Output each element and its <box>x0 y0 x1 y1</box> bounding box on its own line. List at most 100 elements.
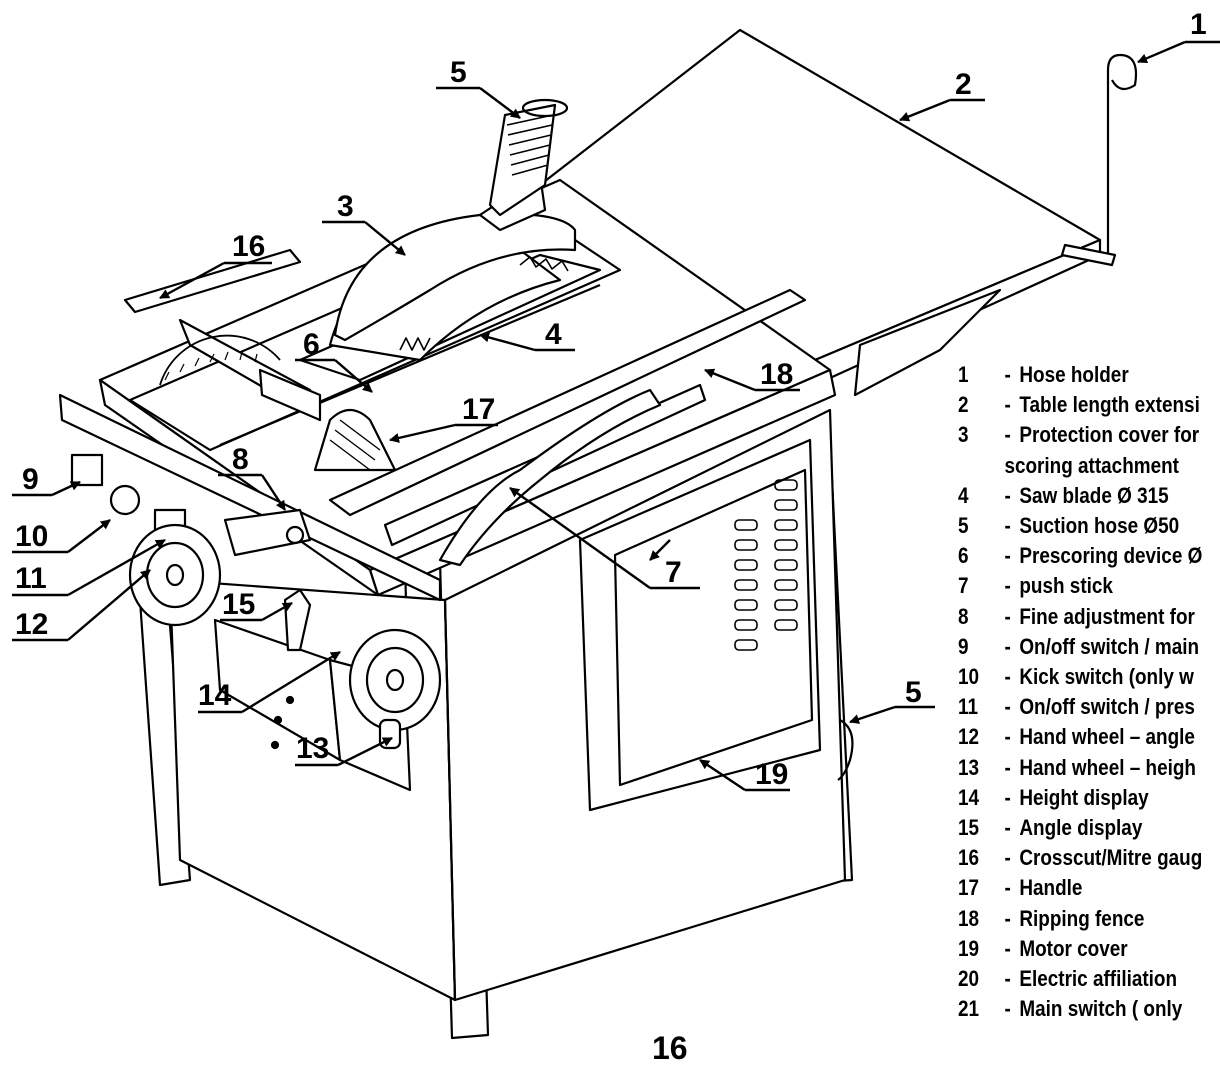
legend-item-text: Suction hose Ø50 <box>1019 513 1180 538</box>
legend-item: 21-Main switch ( only <box>958 996 1182 1022</box>
legend-item: 2 -Table length extensi <box>958 392 1200 418</box>
legend-item: 11-On/off switch / pres <box>958 694 1195 720</box>
legend-item-separator: - <box>1004 935 1011 961</box>
legend-item: 6-Prescoring device Ø <box>958 543 1202 569</box>
legend-item-text: Handle <box>1019 875 1083 901</box>
table-length-extension <box>538 28 1102 397</box>
legend-item: 16-Crosscut/Mitre gaug <box>958 845 1202 871</box>
legend-item-separator: - <box>1004 513 1011 538</box>
legend-item-number: 5 <box>958 513 969 538</box>
legend-item-separator: - <box>1004 633 1011 659</box>
legend-item-separator: - <box>1004 664 1011 689</box>
legend-item: 1-Hose holder <box>958 362 1129 388</box>
callout-4: 4 <box>545 318 562 351</box>
legend-item: 13-Hand wheel – heigh <box>958 755 1196 781</box>
crosscut-mitre-gauge <box>123 248 322 422</box>
legend-item-text: Angle display <box>1019 815 1143 840</box>
legend-item-text: Ripping fence <box>1019 905 1145 931</box>
legend-item: 15-Angle display <box>958 815 1142 841</box>
legend-item-text: Main switch ( only <box>1019 996 1183 1022</box>
legend-item-number: 16 <box>958 845 980 871</box>
callout-6: 6 <box>303 328 320 361</box>
callout-18: 18 <box>760 358 794 391</box>
callout-2: 2 <box>955 68 972 101</box>
legend-item-text: Electric affiliation <box>1019 966 1178 991</box>
callout-3: 3 <box>337 190 354 223</box>
legend-item-text: Motor cover <box>1019 935 1128 961</box>
legend-item: 5 -Suction hose Ø50 <box>958 513 1179 539</box>
side-suction-hose <box>837 719 854 781</box>
legend-item: 10-Kick switch (only w <box>958 664 1194 690</box>
legend-item-text: scoring attachment <box>1004 452 1179 478</box>
legend-item-separator: - <box>1004 724 1011 750</box>
callout-8: 8 <box>232 443 249 476</box>
callout-5: 5 <box>450 56 467 89</box>
callout-7: 7 <box>665 556 682 589</box>
legend-item-number: 9 <box>958 633 969 659</box>
legend-item: 19-Motor cover <box>958 936 1128 962</box>
legend-item-separator: - <box>1004 966 1011 991</box>
legend-item-separator: - <box>1004 754 1011 780</box>
legend-item: 4-Saw blade Ø 315 <box>958 483 1169 509</box>
push-stick <box>438 388 662 567</box>
legend-item-text: Kick switch (only w <box>1019 664 1194 689</box>
legend-item: scoring attachment <box>958 453 1179 479</box>
callout-16: 16 <box>232 230 266 263</box>
legend-item-number: 19 <box>958 935 980 961</box>
legend-item-text: Crosscut/Mitre gaug <box>1019 845 1203 871</box>
legend-item-number: 15 <box>958 815 980 840</box>
legend-item-number: 1 <box>958 362 969 387</box>
legend-item-number: 12 <box>958 724 980 750</box>
legend-item-separator: - <box>1004 573 1011 599</box>
legend-item-separator: - <box>1004 815 1011 840</box>
legend-item-separator: - <box>1004 845 1011 871</box>
legend-item-number: 4 <box>958 482 969 508</box>
legend-item-number: 6 <box>958 543 969 569</box>
legend-item-separator: - <box>1004 996 1011 1022</box>
legend-item: 18-Ripping fence <box>958 906 1144 932</box>
legend-item: 20-Electric affiliation <box>958 966 1177 992</box>
legend-item: 17-Handle <box>958 875 1082 901</box>
legend-item-separator: - <box>1004 905 1011 931</box>
legend-item: 3-Protection cover for <box>958 422 1199 448</box>
legend-item-number: 8 <box>958 603 969 629</box>
legend-item: 9 -On/off switch / main <box>958 634 1199 660</box>
leader-lines <box>12 40 1220 792</box>
callout-14: 14 <box>198 679 232 712</box>
legend-item-text: Hose holder <box>1019 362 1129 387</box>
callout-5-side: 5 <box>905 676 922 709</box>
legend-item-text: On/off switch / pres <box>1019 694 1195 720</box>
legend-item-number: 10 <box>958 664 980 689</box>
legend-item-text: Fine adjustment for <box>1019 603 1195 629</box>
callout-11: 11 <box>15 562 47 595</box>
legend-item-text: Prescoring device Ø <box>1019 543 1203 569</box>
callout-9: 9 <box>22 463 39 496</box>
callout-15: 15 <box>222 588 256 621</box>
motor-cover <box>578 254 822 812</box>
legend-item-number: 21 <box>958 996 980 1022</box>
legend-item-separator: - <box>1004 482 1011 508</box>
callout-10: 10 <box>15 520 49 553</box>
page-number: 16 <box>652 1030 688 1066</box>
legend-item-text: Height display <box>1019 784 1149 810</box>
legend-item-text: Protection cover for <box>1019 422 1200 448</box>
legend-item-separator: - <box>1004 784 1011 810</box>
legend-item: 8 -Fine adjustment for <box>958 604 1195 630</box>
legend-item-separator: - <box>1004 392 1011 418</box>
legend-item-number: 18 <box>958 905 980 931</box>
legend-item: 12-Hand wheel – angle <box>958 724 1195 750</box>
callout-1: 1 <box>1190 8 1207 41</box>
callout-19: 19 <box>755 758 789 791</box>
legend-item-text: Hand wheel – angle <box>1019 724 1195 750</box>
callout-13: 13 <box>296 732 330 765</box>
legend-item-number: 2 <box>958 392 969 418</box>
legend-item: 7-push stick <box>958 573 1113 599</box>
legend-item-number: 3 <box>958 422 969 448</box>
legend-item-number: 11 <box>958 694 979 720</box>
legend-item-text: Table length extensi <box>1019 392 1200 418</box>
legend-item-separator: - <box>1004 603 1011 629</box>
legend-item-text: On/off switch / main <box>1019 633 1200 659</box>
legend-item-number: 7 <box>958 573 969 599</box>
